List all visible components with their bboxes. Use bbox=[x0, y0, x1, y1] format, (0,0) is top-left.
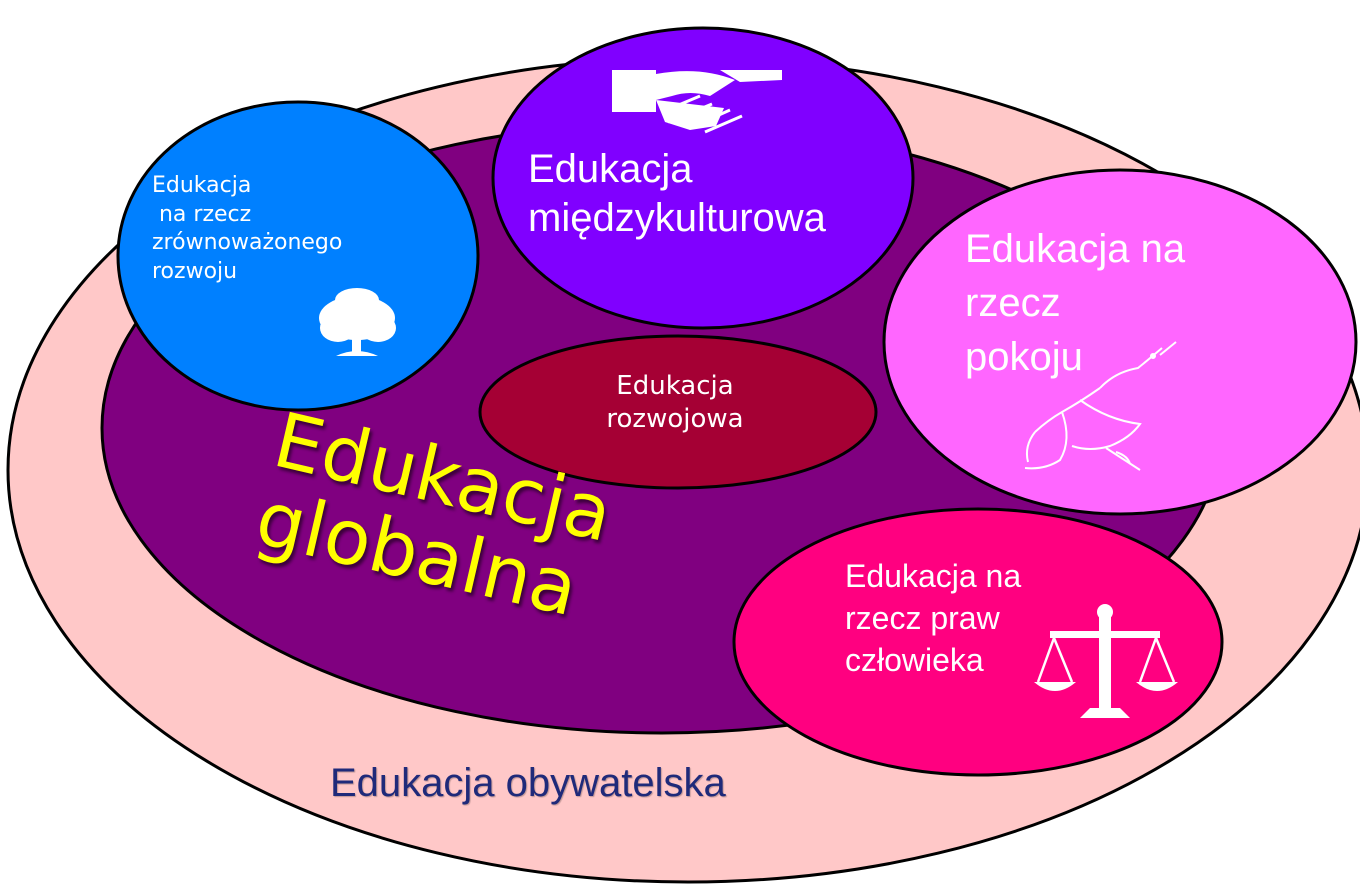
label-edukacja-pokoju: Edukacja na rzecz pokoju bbox=[965, 227, 1186, 379]
tree-icon bbox=[319, 288, 396, 356]
handshake-icon bbox=[612, 70, 782, 134]
label-edukacja-miedzykulturowa: Edukacja międzykulturowa bbox=[528, 147, 826, 240]
rozwojowa-ellipse bbox=[478, 334, 878, 490]
label-edukacja-zrownowazonego-rozwoju: Edukacja na rzecz zrównoważonego rozwoju bbox=[152, 173, 343, 284]
miedzykulturowa-ellipse bbox=[491, 26, 915, 330]
scales-icon bbox=[1034, 604, 1178, 718]
dove-icon bbox=[1024, 341, 1177, 471]
label-edukacja-rozwojowa: Edukacja rozwojowa bbox=[606, 371, 744, 434]
pokoj-ellipse bbox=[882, 168, 1358, 516]
label-edukacja-obywatelska: Edukacja obywatelska bbox=[330, 761, 726, 805]
label-edukacja-praw-czlowieka: Edukacja na rzecz praw człowieka bbox=[845, 558, 1022, 679]
